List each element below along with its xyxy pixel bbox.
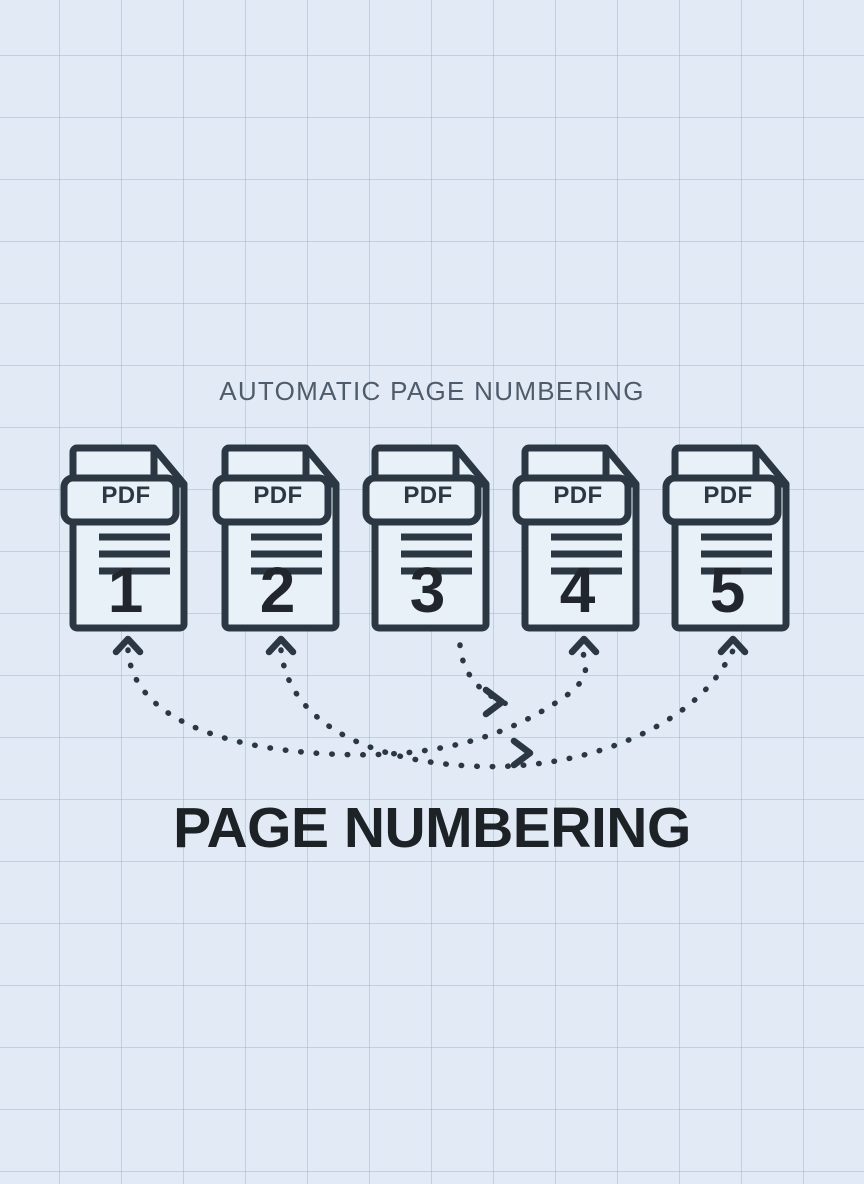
pdf-document-icon xyxy=(512,444,640,632)
page-number-2: 2 xyxy=(259,554,296,626)
pdf-document-1: PDF 1 xyxy=(60,442,216,638)
page-number-1: 1 xyxy=(107,554,144,626)
pdf-badge-label-5: PDF xyxy=(703,482,753,509)
pdf-document-4: PDF 4 xyxy=(512,442,668,638)
page-number-5: 5 xyxy=(709,554,746,626)
pdf-document-icon xyxy=(362,444,490,632)
pdf-badge-label-3: PDF xyxy=(403,482,453,509)
arrowhead-up-doc2 xyxy=(265,635,297,656)
pdf-document-3: PDF 3 xyxy=(362,442,518,638)
main-title: PAGE NUMBERING xyxy=(173,796,691,860)
pdf-documents-row: PDF 1 PDF 2 xyxy=(0,442,864,638)
flow-curve-from-3 xyxy=(457,642,515,709)
arrowhead-right-upper xyxy=(482,686,506,718)
pdf-document-icon xyxy=(60,444,188,632)
page-number-4: 4 xyxy=(559,554,596,626)
flow-curve-2-to-5 xyxy=(278,647,736,770)
pdf-document-2: PDF 2 xyxy=(212,442,368,638)
pdf-badge-label-4: PDF xyxy=(553,482,603,509)
flow-curve-1-to-4 xyxy=(125,647,589,758)
pdf-document-icon xyxy=(212,444,340,632)
pdf-document-5: PDF 5 xyxy=(662,442,818,638)
pdf-document-icon xyxy=(662,444,790,632)
arrowhead-up-doc4 xyxy=(568,635,600,656)
pdf-badge-label-2: PDF xyxy=(253,482,303,509)
pdf-badge-label-1: PDF xyxy=(101,482,151,509)
arrowhead-right-lower xyxy=(510,737,534,769)
page-number-3: 3 xyxy=(409,554,446,626)
arrowhead-up-doc5 xyxy=(717,635,749,656)
arrowhead-up-doc1 xyxy=(112,635,144,656)
subtitle-text: AUTOMATIC PAGE NUMBERING xyxy=(219,376,645,406)
